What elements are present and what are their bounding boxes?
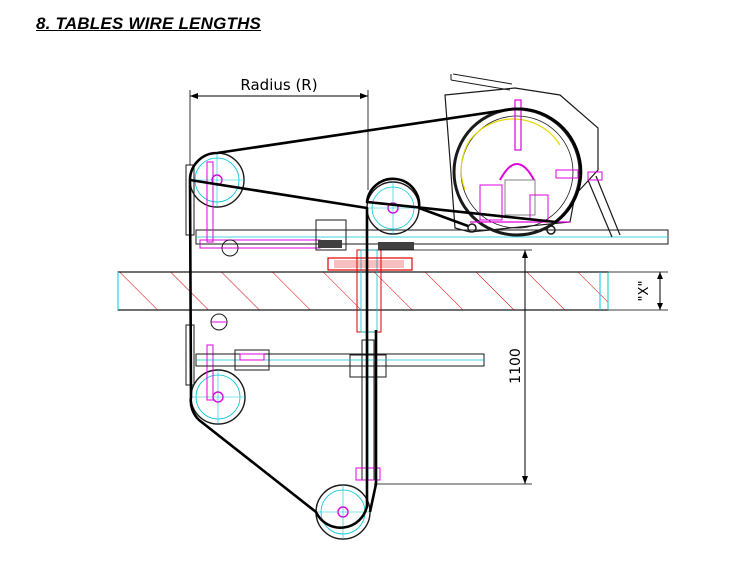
pulley-bottom xyxy=(315,484,371,540)
guide-wheel-lower xyxy=(210,313,228,331)
height-dimension: 1100 xyxy=(374,249,532,485)
section-title: 8. TABLES WIRE LENGTHS xyxy=(36,14,262,33)
radius-label: Radius (R) xyxy=(240,76,317,94)
diamond-wire xyxy=(188,107,583,529)
x-dimension: "X" xyxy=(608,271,668,311)
x-label: "X" xyxy=(637,281,652,302)
upper-rail xyxy=(195,229,669,249)
pulley-lower-left xyxy=(190,369,246,425)
guide-wheel-upper xyxy=(221,239,239,257)
center-column xyxy=(315,219,414,481)
hatched-slab xyxy=(117,271,609,311)
wire-return-segment xyxy=(418,206,469,228)
wire-bottom-right xyxy=(368,330,378,513)
pulley-upper-middle xyxy=(366,181,420,235)
height-label: 1100 xyxy=(508,348,524,384)
horizontal-arm xyxy=(195,349,485,371)
radius-dimension: Radius (R) xyxy=(189,76,369,190)
